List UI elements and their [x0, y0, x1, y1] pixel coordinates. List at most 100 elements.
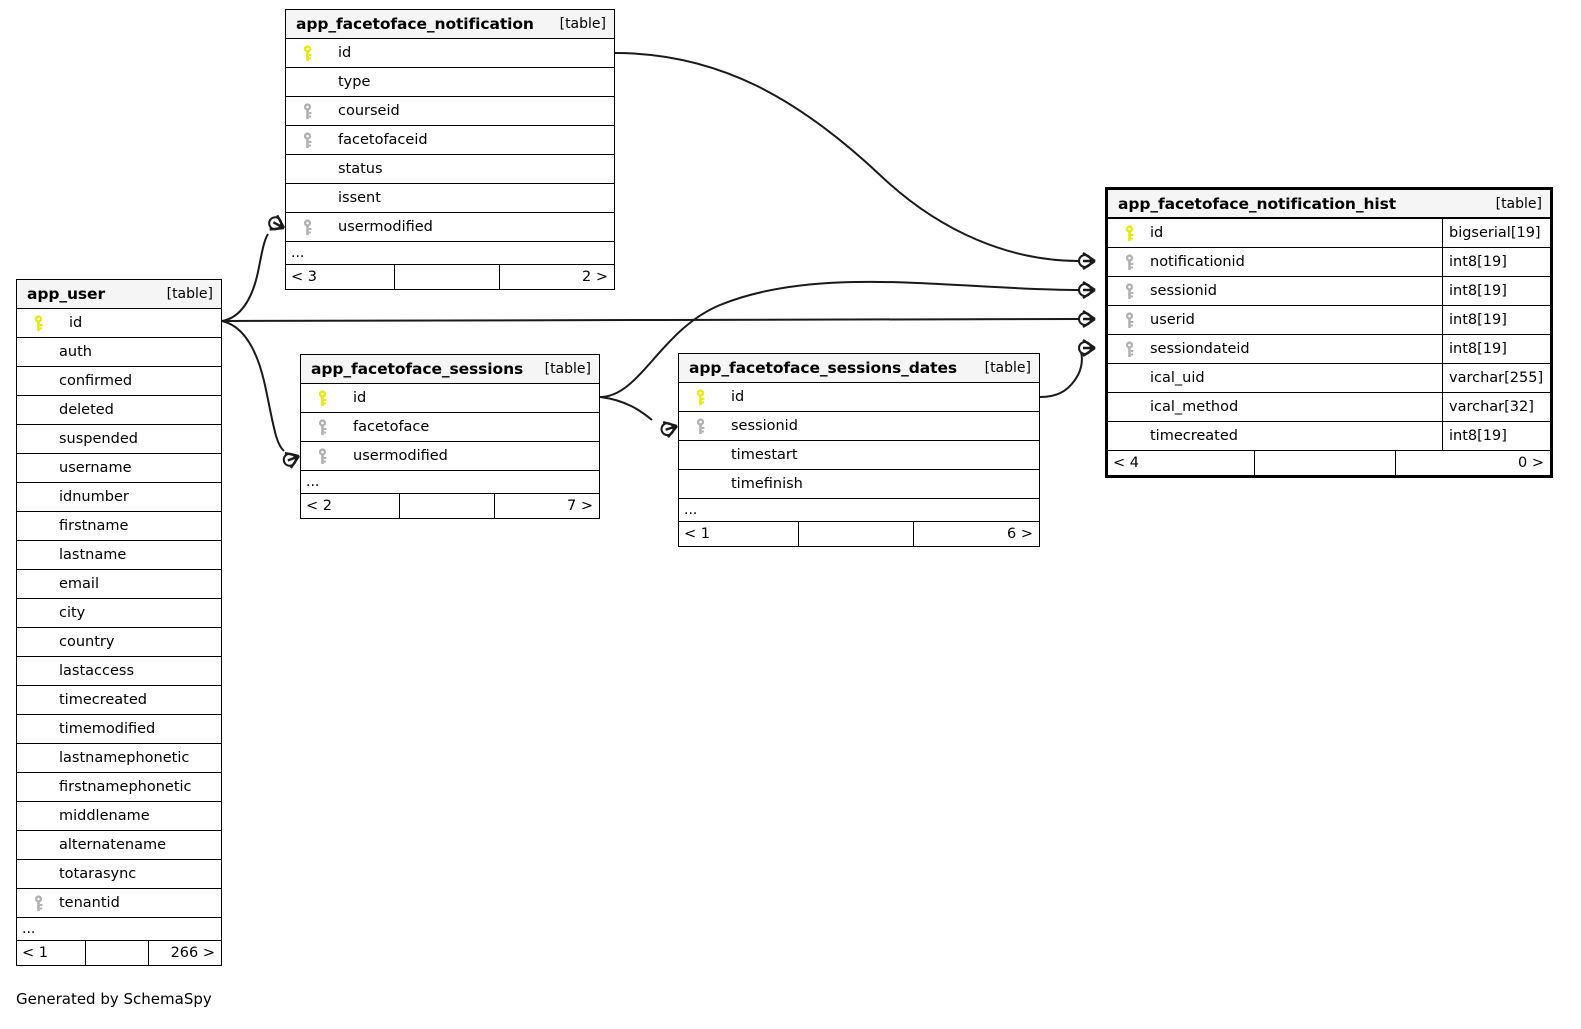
column-row-usermodified[interactable]: usermodified [286, 213, 614, 242]
column-row-status[interactable]: status [286, 155, 614, 184]
column-name: timefinish [731, 476, 803, 492]
column-name: username [59, 460, 132, 476]
column-name: issent [338, 190, 381, 206]
column-name: facetoface [353, 419, 430, 435]
column-row-timecreated[interactable]: timecreated int8[19] [1108, 422, 1550, 451]
column-row-type[interactable]: type [286, 68, 614, 97]
edge-sessionsdates-to-hist [1039, 339, 1096, 398]
foreign-key-icon [1125, 311, 1133, 328]
footer-middle-cell [84, 941, 149, 965]
edge-notification-to-hist [614, 52, 1096, 270]
children-count[interactable]: 0 > [1395, 451, 1550, 475]
column-row-auth[interactable]: auth [17, 338, 221, 367]
column-row-facetoface[interactable]: facetoface [301, 413, 599, 442]
column-row-usermodified[interactable]: usermodified [301, 442, 599, 471]
column-row-id[interactable]: id [301, 384, 599, 413]
column-row-timemodified[interactable]: timemodified [17, 715, 221, 744]
column-name: totarasync [59, 866, 137, 882]
column-name: facetofaceid [338, 132, 428, 148]
table-type-tag: [table] [166, 286, 213, 302]
table-box-app_facetoface_notification_hist[interactable]: app_facetoface_notification_hist [table] i… [1105, 187, 1553, 478]
column-row-email[interactable]: email [17, 570, 221, 599]
children-count[interactable]: 7 > [493, 494, 599, 518]
table-box-app_facetoface_sessions[interactable]: app_facetoface_sessions [table] id facetofa… [300, 354, 600, 519]
column-row-courseid[interactable]: courseid [286, 97, 614, 126]
children-count[interactable]: 6 > [912, 522, 1039, 546]
column-row-city[interactable]: city [17, 599, 221, 628]
children-count[interactable]: 2 > [498, 265, 614, 289]
column-name: timecreated [1150, 428, 1238, 444]
column-row-lastnamephonetic[interactable]: lastnamephonetic [17, 744, 221, 773]
table-header-app_facetoface_sessions_dates: app_facetoface_sessions_dates[table] [679, 354, 1039, 383]
column-row-lastaccess[interactable]: lastaccess [17, 657, 221, 686]
column-row-timestart[interactable]: timestart [679, 441, 1039, 470]
column-row-issent[interactable]: issent [286, 184, 614, 213]
column-key-slot [679, 388, 713, 406]
table-title: app_facetoface_sessions [311, 360, 524, 378]
column-row-timefinish[interactable]: timefinish [679, 470, 1039, 499]
primary-key-icon [34, 314, 42, 331]
parents-count[interactable]: < 1 [684, 526, 710, 542]
column-row-tenantid[interactable]: tenantid [17, 889, 221, 918]
parents-count[interactable]: < 1 [22, 945, 48, 961]
column-row-sessionid[interactable]: sessionid [679, 412, 1039, 441]
more-columns-ellipsis[interactable]: ... [17, 918, 221, 941]
more-columns-ellipsis[interactable]: ... [301, 471, 599, 494]
column-row-facetofaceid[interactable]: facetofaceid [286, 126, 614, 155]
table-footer-app_facetoface_sessions: < 2 7 > [301, 494, 599, 518]
column-row-firstnamephonetic[interactable]: firstnamephonetic [17, 773, 221, 802]
column-row-idnumber[interactable]: idnumber [17, 483, 221, 512]
column-row-lastname[interactable]: lastname [17, 541, 221, 570]
generator-credit: Generated by SchemaSpy [16, 990, 212, 1008]
more-columns-ellipsis[interactable]: ... [286, 242, 614, 265]
column-row-id[interactable]: id [286, 39, 614, 68]
column-row-firstname[interactable]: firstname [17, 512, 221, 541]
parents-count[interactable]: < 4 [1113, 455, 1139, 471]
column-key-slot [301, 418, 335, 436]
column-row-confirmed[interactable]: confirmed [17, 367, 221, 396]
column-key-slot [286, 131, 320, 149]
children-count[interactable]: 266 > [148, 941, 221, 965]
column-name: usermodified [353, 448, 448, 464]
column-row-suspended[interactable]: suspended [17, 425, 221, 454]
column-row-id[interactable]: id [17, 309, 221, 338]
table-title: app_facetoface_notification_hist [1118, 194, 1397, 213]
table-type-tag: [table] [1495, 195, 1542, 212]
column-row-totarasync[interactable]: totarasync [17, 860, 221, 889]
column-name: alternatename [59, 837, 167, 853]
column-name: middlename [59, 808, 150, 824]
table-title: app_facetoface_notification [296, 15, 534, 33]
table-footer-app_facetoface_sessions_dates: < 1 6 > [679, 522, 1039, 546]
parents-count[interactable]: < 3 [291, 269, 317, 285]
column-name: id [1150, 225, 1164, 241]
primary-key-icon [696, 388, 704, 405]
parents-count[interactable]: < 2 [306, 498, 332, 514]
column-key-slot [17, 314, 51, 332]
column-type: int8[19] [1442, 306, 1550, 334]
column-row-timecreated[interactable]: timecreated [17, 686, 221, 715]
footer-middle-cell [797, 522, 913, 546]
more-columns-ellipsis[interactable]: ... [679, 499, 1039, 522]
column-name: id [69, 315, 83, 331]
column-row-middlename[interactable]: middlename [17, 802, 221, 831]
column-row-deleted[interactable]: deleted [17, 396, 221, 425]
table-header-app_facetoface_notification: app_facetoface_notification[table] [286, 10, 614, 39]
table-type-tag: [table] [544, 361, 591, 377]
column-name: id [353, 390, 367, 406]
column-row-username[interactable]: username [17, 454, 221, 483]
column-type: varchar[32] [1442, 393, 1550, 421]
column-row-country[interactable]: country [17, 628, 221, 657]
column-row-id[interactable]: id [679, 383, 1039, 412]
column-type: int8[19] [1442, 422, 1550, 450]
column-row-alternatename[interactable]: alternatename [17, 831, 221, 860]
